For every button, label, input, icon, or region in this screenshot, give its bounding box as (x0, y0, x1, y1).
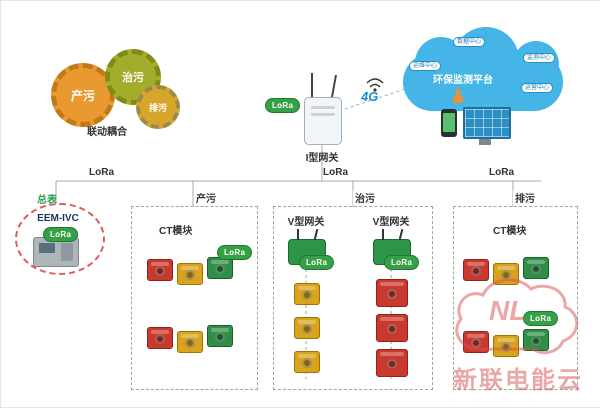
ct-module-yellow (493, 263, 519, 285)
cloud-node-monitor-center: 监测中心 (523, 53, 556, 63)
ct-module-red (147, 259, 173, 281)
meter-title: 总表 (37, 195, 57, 206)
bus-lora-right: LoRa (489, 167, 514, 178)
vgateway-left-label: V型网关 (287, 217, 325, 228)
box-discharge-module-label: CT模块 (493, 226, 527, 237)
gears-caption: 联动耦合 (87, 127, 127, 138)
gear-produce-label: 产污 (70, 88, 95, 103)
gear-discharge-label: 排污 (148, 102, 167, 113)
cloud-node-operation-center: 运营中心 (521, 83, 554, 93)
ct-module-green (523, 329, 549, 351)
user-icon (453, 89, 463, 103)
vgateway-right-lora-badge: LoRa (384, 255, 420, 270)
box-discharge (453, 206, 578, 390)
cloud-lump-right (513, 41, 559, 87)
ct-module-yellow (493, 335, 519, 357)
box-treat-title: 治污 (353, 190, 377, 205)
ct-module-red (376, 279, 408, 307)
box-produce-title: 产污 (194, 190, 218, 205)
gateway-device (304, 97, 342, 145)
box-produce (131, 206, 258, 390)
monitor-icon (463, 107, 511, 145)
gear-treat: 治污 (105, 49, 161, 105)
ct-module-yellow (294, 351, 320, 373)
cloud-node-data-center: 数据中心 (453, 37, 486, 47)
meter-ellipse (15, 203, 105, 275)
meter-lora-badge: LoRa (43, 227, 79, 242)
ct-module-red (463, 259, 489, 281)
bus-lora-left: LoRa (89, 167, 114, 178)
ct-module-red (147, 327, 173, 349)
phone-icon (441, 109, 457, 137)
meter-model: EEM-IVC (37, 213, 79, 224)
ct-module-yellow (177, 263, 203, 285)
gateway-label: I型网关 (305, 153, 339, 164)
vgateway-left-lora-badge: LoRa (299, 255, 335, 270)
box-produce-lora-badge: LoRa (217, 245, 253, 260)
ct-module-green (207, 257, 233, 279)
gear-treat-label: 治污 (122, 72, 144, 84)
box-discharge-lora-badge: LoRa (523, 311, 559, 326)
gear-produce: 产污 (51, 63, 115, 127)
ct-module-green (523, 257, 549, 279)
box-produce-module-label: CT模块 (159, 226, 193, 237)
4g-icon: 4G (361, 89, 379, 104)
ct-module-red (376, 349, 408, 377)
meter-device (33, 237, 79, 267)
gateway-lora-badge: LoRa (265, 98, 301, 113)
ct-module-yellow (294, 317, 320, 339)
bus-lora-center: LoRa (323, 167, 348, 178)
ct-module-yellow (294, 283, 320, 305)
ct-module-red (376, 314, 408, 342)
ct-module-yellow (177, 331, 203, 353)
box-discharge-title: 排污 (513, 190, 537, 205)
ct-module-red (463, 331, 489, 353)
vgateway-right-label: V型网关 (372, 217, 410, 228)
cloud-node-ops-center: 运维中心 (409, 61, 442, 71)
cloud-platform-title: 环保监测平台 (433, 75, 493, 86)
gear-discharge: 排污 (136, 85, 180, 129)
ct-module-green (207, 325, 233, 347)
